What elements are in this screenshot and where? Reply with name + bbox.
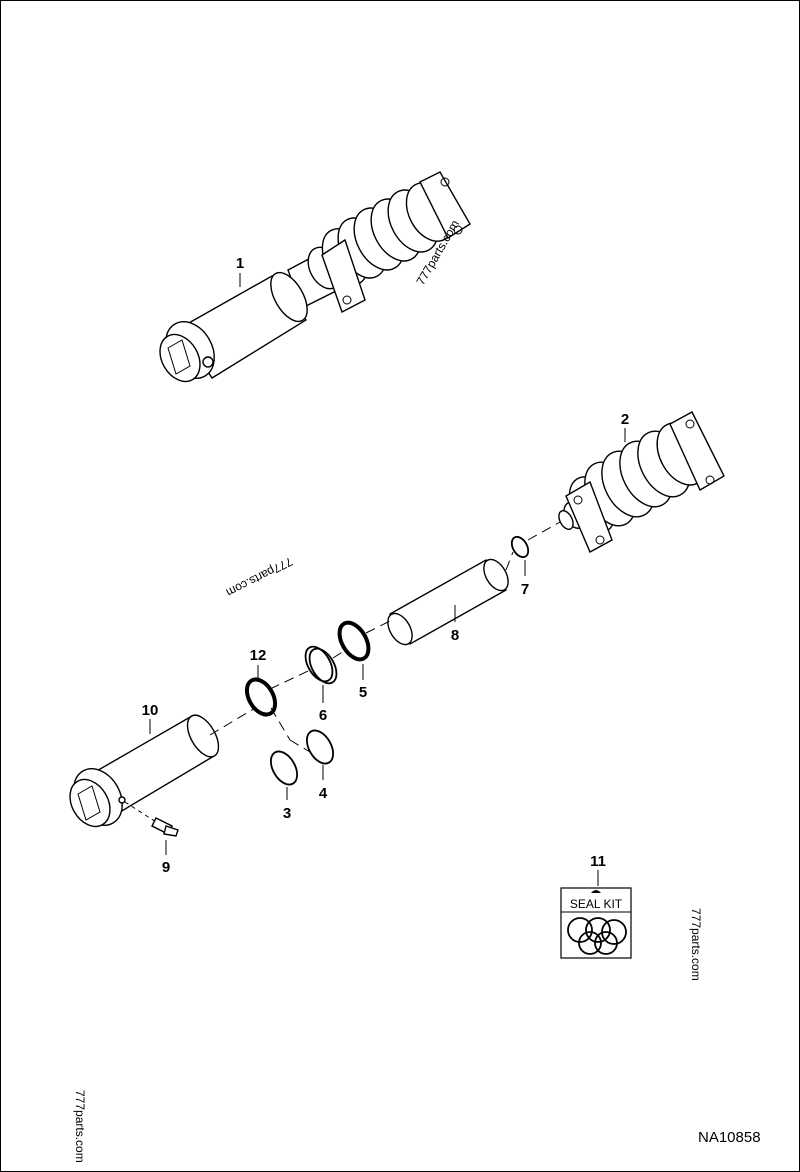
part-6-ring xyxy=(304,645,338,685)
callout-1: 1 xyxy=(236,255,244,272)
callout-10: 10 xyxy=(142,702,159,719)
callout-leaders xyxy=(149,273,626,886)
part-8-rod xyxy=(387,558,509,646)
part-4-ring xyxy=(305,729,335,765)
part-10-barrel xyxy=(69,714,220,828)
callout-7: 7 xyxy=(521,581,529,598)
callout-4: 4 xyxy=(319,785,328,802)
callout-3: 3 xyxy=(283,805,291,822)
callout-11: 11 xyxy=(590,853,606,870)
part-7-ring xyxy=(510,535,530,559)
watermark-right: 777parts.com xyxy=(689,908,703,981)
callout-5: 5 xyxy=(359,684,367,701)
part-1-cylinder-assembly xyxy=(159,171,471,383)
part-12-ring xyxy=(244,677,278,717)
callout-8: 8 xyxy=(451,627,459,644)
watermark-bottom-left: 777parts.com xyxy=(73,1090,87,1163)
part-11-seal-kit: SEAL KIT xyxy=(560,887,632,959)
part-1-boot xyxy=(307,171,471,313)
part-9-grease-fitting xyxy=(124,801,179,837)
part-2-boot xyxy=(558,411,725,553)
callout-12: 12 xyxy=(250,647,267,664)
callout-6: 6 xyxy=(319,707,327,724)
callout-2: 2 xyxy=(621,411,629,428)
assembly-centerlines xyxy=(209,521,561,753)
callout-9: 9 xyxy=(162,859,170,876)
drawing-number: NA10858 xyxy=(698,1129,761,1146)
part-5-ring xyxy=(337,620,371,662)
part-3-ring xyxy=(269,750,299,786)
watermark-middle: 777parts.com xyxy=(224,554,295,599)
seal-kit-label: SEAL KIT xyxy=(570,897,623,911)
